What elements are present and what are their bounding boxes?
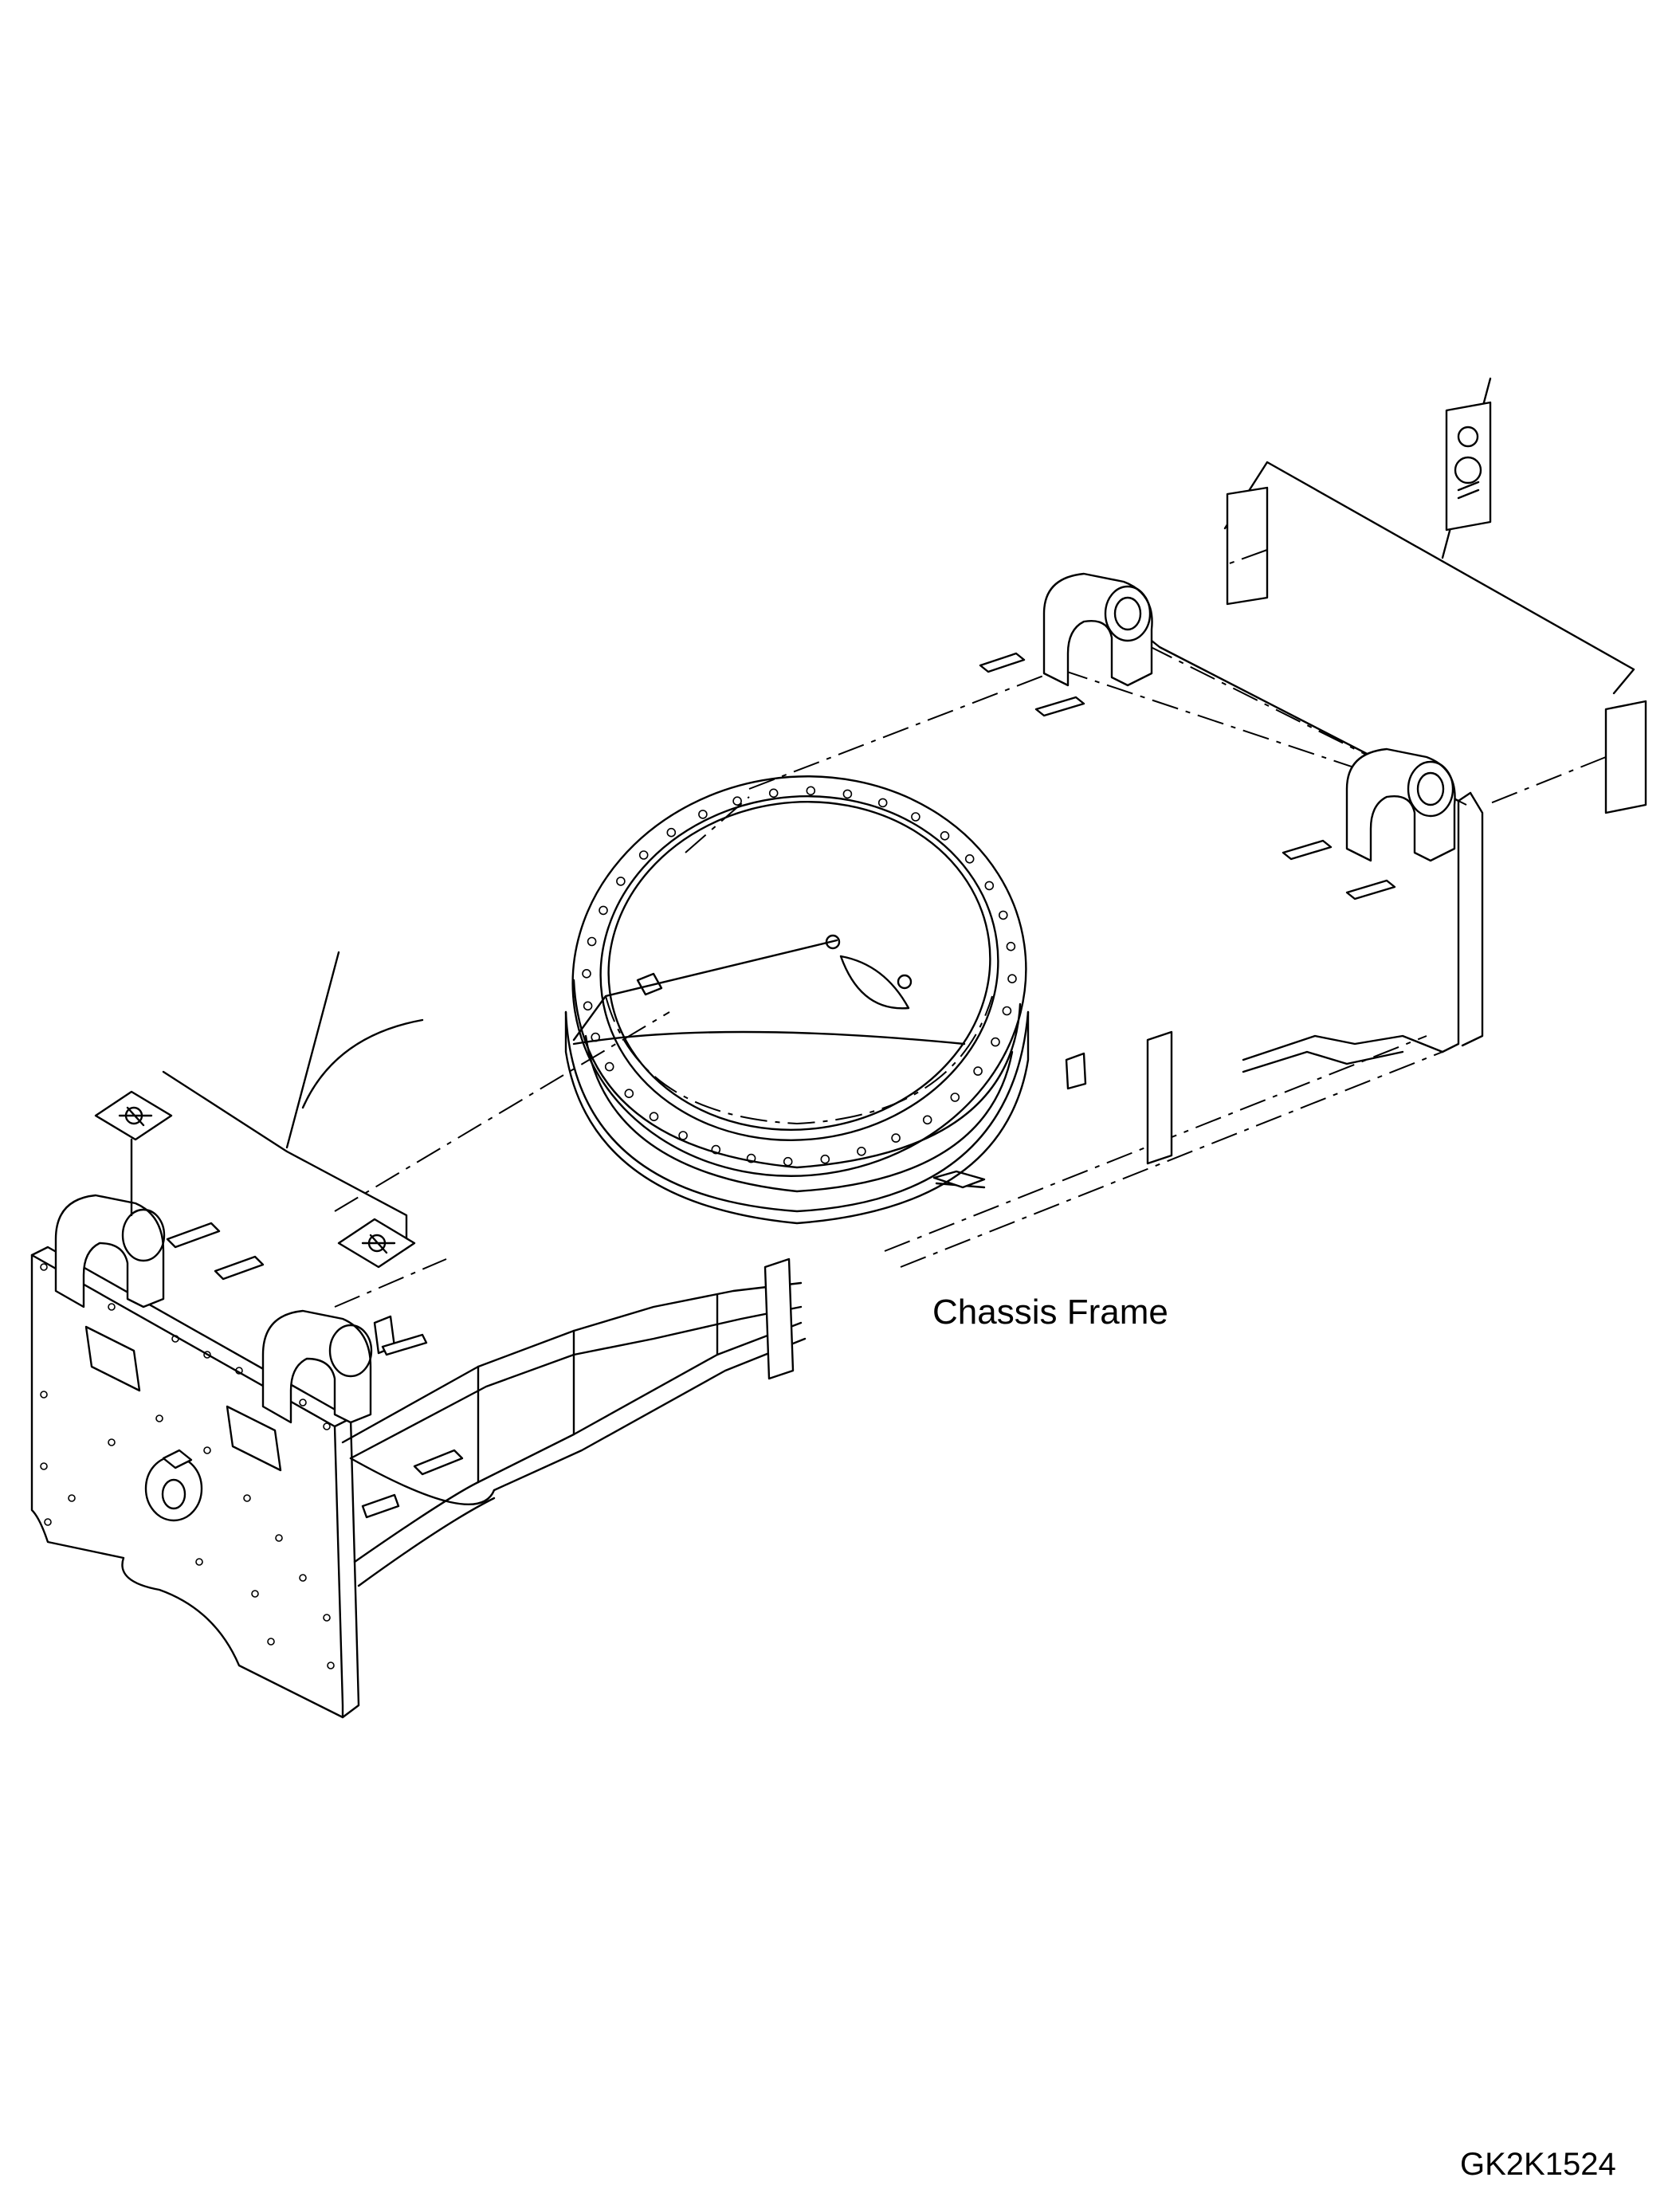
bolt-hole [666,827,677,838]
bolt-hole [583,1001,593,1011]
plate-hole [40,1462,48,1470]
bolt-hole [991,1037,1000,1047]
bolt-hole [698,810,708,819]
plate-hole [299,1574,307,1582]
bolt-hole [877,798,888,808]
bolt-hole [604,1061,614,1072]
plate-hole [235,1367,243,1375]
bolt-hole [1006,941,1016,951]
bolt-hole [649,1112,659,1121]
bolt-hole [922,1115,932,1125]
plate-hole [40,1391,48,1399]
rear-decals [1223,377,1647,814]
swing-circle [564,775,1030,1225]
plate-hole [108,1303,116,1311]
bolt-hole [806,786,816,796]
bolt-hole [587,936,597,947]
plate-hole [203,1446,211,1454]
bolt-hole [940,831,950,841]
bolt-hole [768,788,779,798]
bolt-hole [678,1131,688,1140]
plate-hole [275,1534,283,1542]
plate-hole [44,1518,52,1526]
plate-hole [155,1414,163,1422]
bolt-hole [783,1156,793,1167]
plate-hole [40,1263,48,1271]
drawing-code: GK2K1524 [1460,2147,1616,2182]
main-body [334,796,807,1587]
bolt-hole [624,1089,634,1098]
bolt-hole [950,1093,960,1102]
bolt-hole [842,789,853,799]
plate-hole [68,1494,76,1502]
bolt-hole [857,1147,866,1156]
plate-hole [243,1494,251,1502]
rear-frame [748,636,1484,1268]
bolt-hole [746,1153,756,1163]
plate-hole [251,1590,259,1598]
plate-hole [323,1422,331,1430]
bolt-hole [891,1133,901,1143]
bolt-hole [1007,974,1017,983]
front-plate [30,1246,360,1719]
bolt-hole [964,854,975,864]
plate-hole [299,1399,307,1406]
plate-hole [108,1438,116,1446]
rear-shims [979,652,1396,900]
front-clevis-left [54,1194,166,1308]
bolt-hole [591,1032,601,1042]
plate-hole [323,1614,331,1622]
rear-clevis-right [1345,747,1456,862]
bolt-hole [711,1144,721,1155]
plate-hole [195,1558,203,1566]
front-shims [166,1222,428,1356]
bolt-hole [911,812,920,822]
bolt-hole [638,850,649,860]
bolt-hole [1002,1006,1012,1016]
bolt-hole [984,881,995,891]
bolt-hole [973,1066,983,1076]
part-label: Chassis Frame [932,1293,1168,1332]
bolt-hole [999,910,1008,920]
rear-clevis-left [1042,572,1153,687]
front-clevis-right [261,1309,373,1424]
front-decals [94,951,424,1269]
bolt-hole [599,905,608,916]
plate-hole [203,1351,211,1359]
bolt-hole [820,1154,830,1164]
bolt-hole [732,796,742,806]
plate-hole [267,1638,275,1646]
plate-hole [327,1661,335,1669]
bolt-hole [582,969,591,979]
bolt-hole [616,877,626,886]
plate-hole [171,1335,179,1343]
